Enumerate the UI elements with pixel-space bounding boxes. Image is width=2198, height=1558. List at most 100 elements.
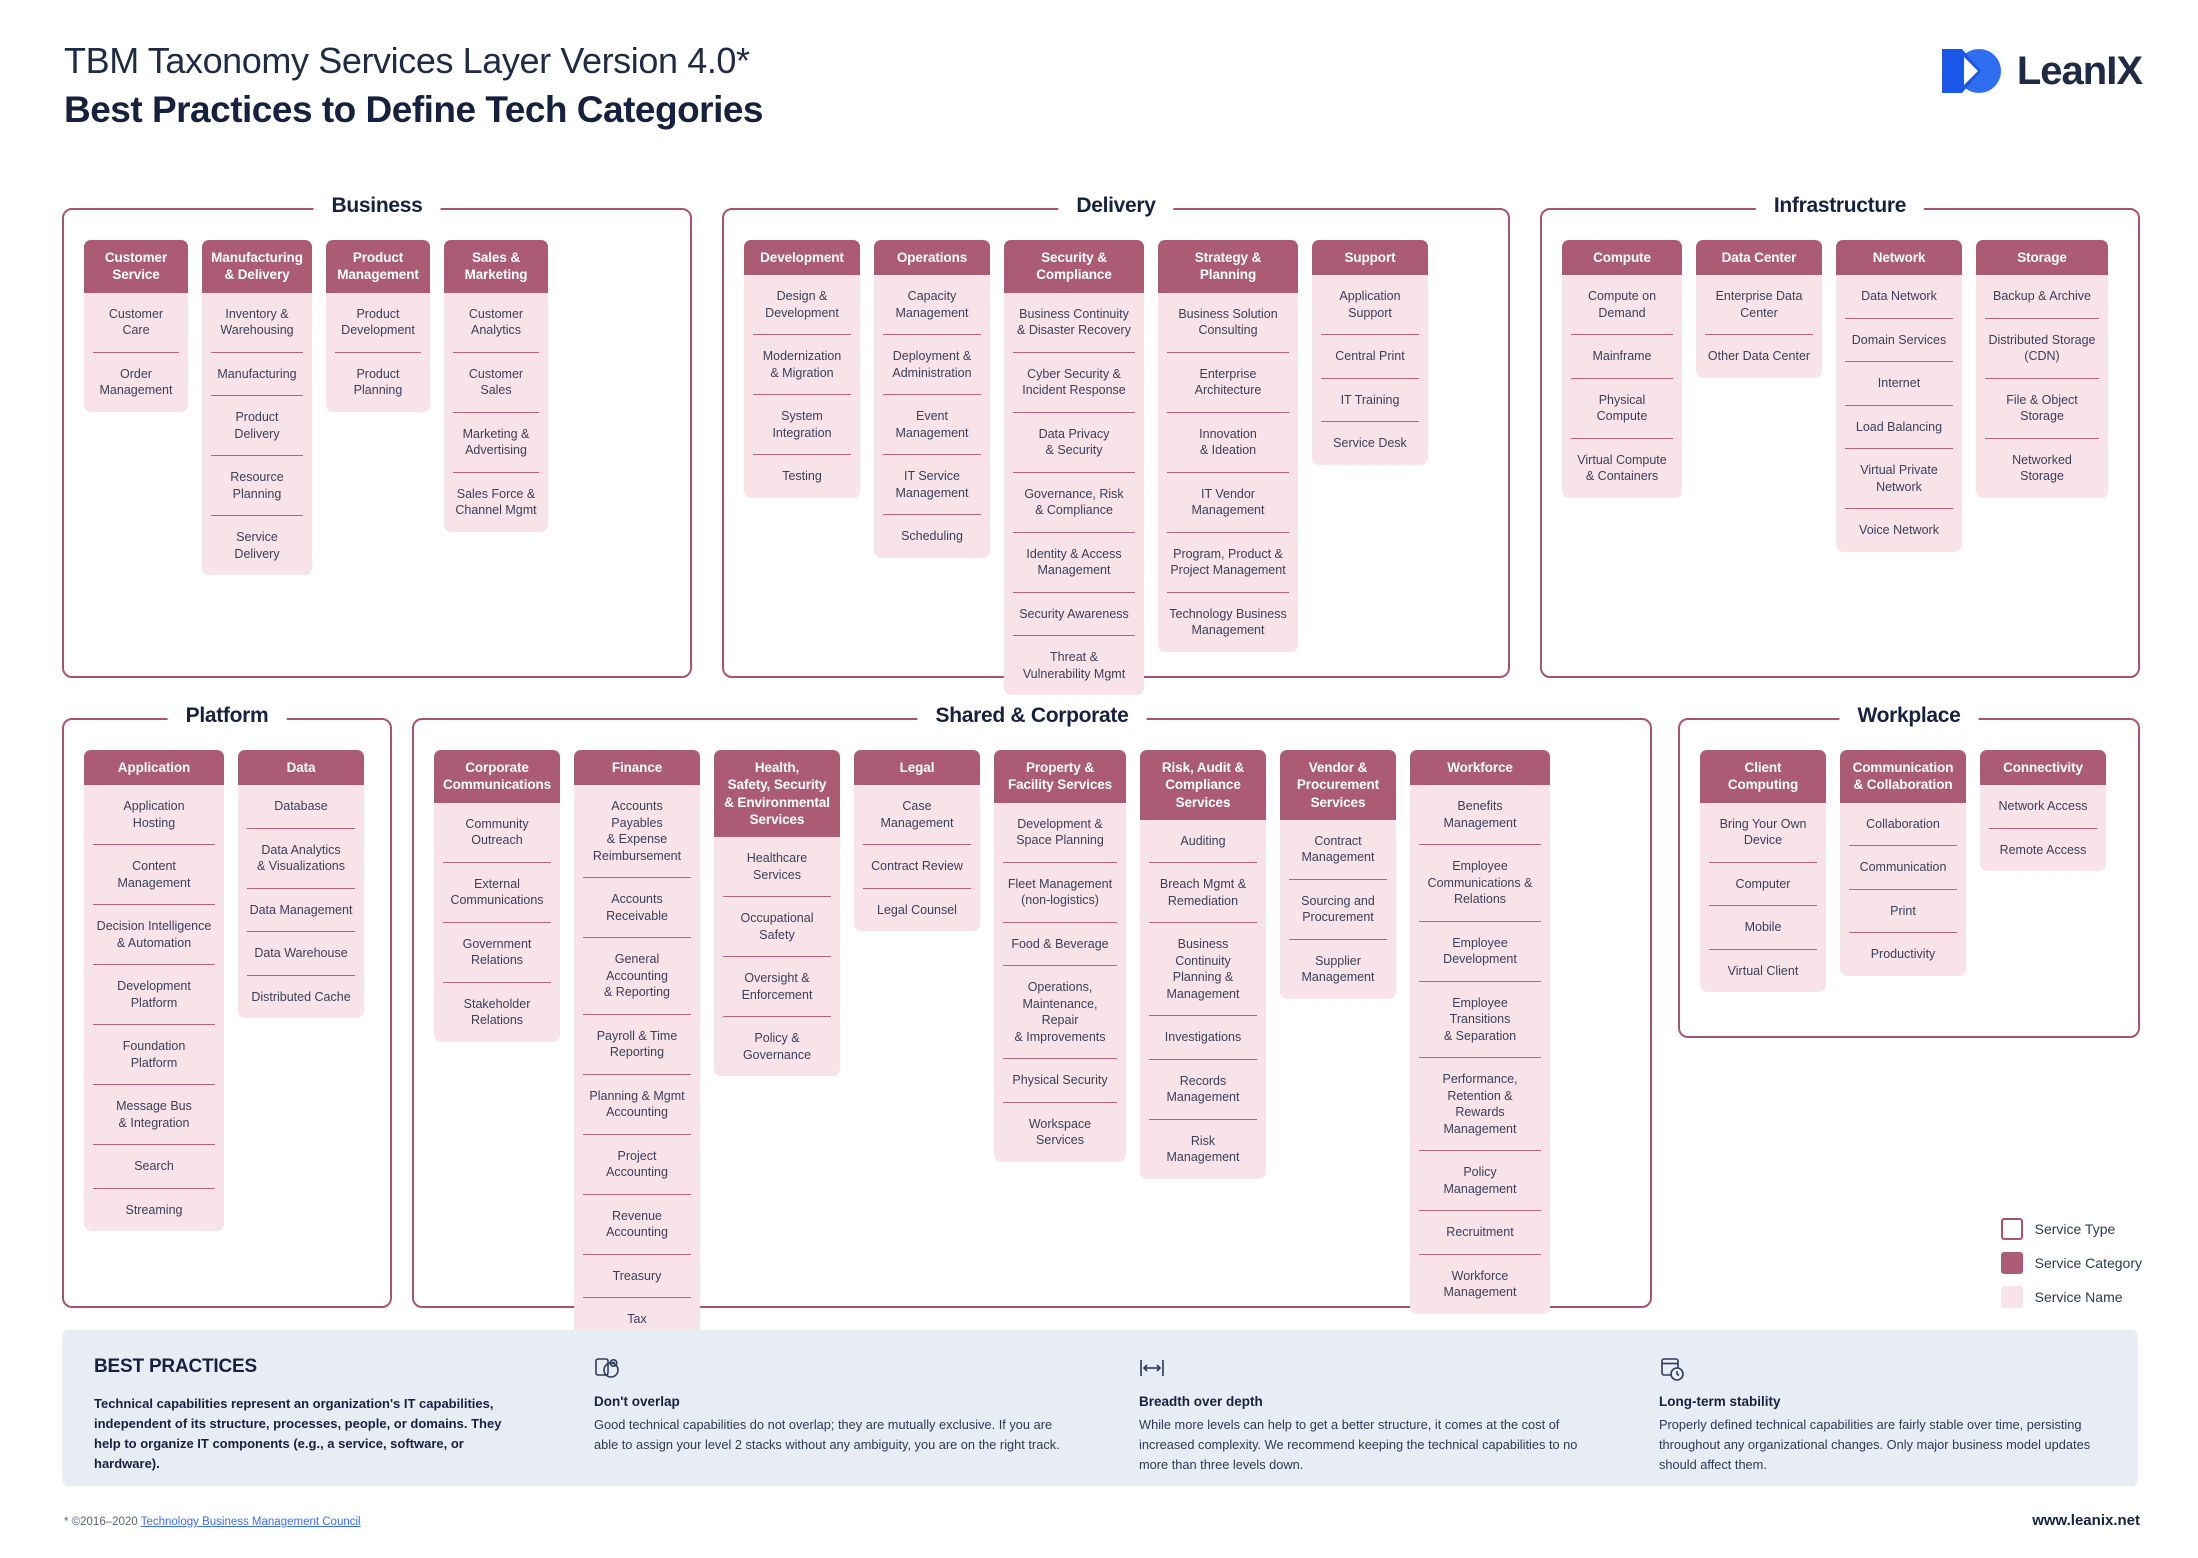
- category-storage[interactable]: Storage Backup & Archive Distributed Sto…: [1976, 240, 2108, 498]
- service-item[interactable]: Marketing &Advertising: [453, 413, 539, 473]
- service-item[interactable]: Mobile: [1709, 906, 1817, 950]
- service-item[interactable]: Contract Review: [863, 845, 971, 889]
- service-item[interactable]: Data Management: [247, 889, 355, 933]
- service-item[interactable]: Data Privacy& Security: [1013, 413, 1135, 473]
- service-item[interactable]: Virtual Client: [1727, 963, 1799, 978]
- service-item[interactable]: Mainframe: [1571, 335, 1673, 379]
- service-item[interactable]: Central Print: [1321, 335, 1419, 379]
- service-item[interactable]: Physical Security: [1003, 1059, 1117, 1103]
- service-item[interactable]: Security Awareness: [1013, 593, 1135, 637]
- service-item[interactable]: Message Bus& Integration: [93, 1085, 215, 1146]
- service-item[interactable]: Policy &Governance: [742, 1031, 812, 1062]
- category-communication-collaboration[interactable]: Communication& Collaboration Collaborati…: [1840, 750, 1966, 976]
- service-item[interactable]: Streaming: [125, 1202, 183, 1217]
- service-item[interactable]: Investigations: [1149, 1016, 1257, 1060]
- service-item[interactable]: Backup & Archive: [1985, 275, 2099, 319]
- service-item[interactable]: Case Management: [863, 785, 971, 846]
- service-item[interactable]: Scheduling: [901, 529, 963, 544]
- service-item[interactable]: Decision Intelligence& Automation: [93, 905, 215, 966]
- service-item[interactable]: Communication: [1849, 846, 1957, 890]
- service-item[interactable]: Other Data Center: [1707, 349, 1811, 364]
- service-item[interactable]: Data Network: [1845, 275, 1953, 319]
- service-item[interactable]: Tax: [627, 1312, 647, 1327]
- service-item[interactable]: Sales Force &Channel Mgmt: [455, 486, 537, 518]
- service-item[interactable]: Auditing: [1149, 820, 1257, 864]
- service-item[interactable]: Recruitment: [1419, 1211, 1541, 1255]
- service-item[interactable]: Service Delivery: [234, 530, 280, 561]
- service-item[interactable]: Network Access: [1989, 785, 2097, 829]
- service-item[interactable]: Fleet Management(non-logistics): [1003, 863, 1117, 923]
- service-item[interactable]: Cyber Security &Incident Response: [1013, 353, 1135, 413]
- service-item[interactable]: Print: [1849, 890, 1957, 934]
- service-item[interactable]: Product Planning: [353, 366, 403, 398]
- service-item[interactable]: Productivity: [1870, 947, 1936, 962]
- category-property-facility-services[interactable]: Property &Facility Services Development …: [994, 750, 1126, 1162]
- service-item[interactable]: Inventory &Warehousing: [211, 293, 303, 353]
- service-item[interactable]: Product Delivery: [211, 396, 303, 457]
- service-item[interactable]: Design &Development: [753, 275, 851, 336]
- service-item[interactable]: Data Analytics& Visualizations: [247, 829, 355, 889]
- service-item[interactable]: Operations,Maintenance, Repair& Improvem…: [1003, 966, 1117, 1060]
- service-item[interactable]: Collaboration: [1849, 803, 1957, 847]
- service-item[interactable]: Order Management: [99, 366, 173, 398]
- service-item[interactable]: Customer Sales: [453, 353, 539, 413]
- service-item[interactable]: Deployment &Administration: [883, 335, 981, 396]
- service-item[interactable]: Threat &Vulnerability Mgmt: [1022, 650, 1126, 681]
- service-item[interactable]: Breach Mgmt &Remediation: [1149, 863, 1257, 924]
- service-item[interactable]: Modernization& Migration: [753, 335, 851, 396]
- service-item[interactable]: Development &Space Planning: [1003, 803, 1117, 863]
- service-item[interactable]: Distributed Storage(CDN): [1985, 319, 2099, 379]
- category-connectivity[interactable]: Connectivity Network Access Remote Acces…: [1980, 750, 2106, 872]
- service-item[interactable]: Governance, Risk& Compliance: [1013, 473, 1135, 533]
- service-item[interactable]: Search: [93, 1145, 215, 1189]
- service-item[interactable]: Legal Counsel: [877, 902, 957, 917]
- service-item[interactable]: Database: [247, 785, 355, 829]
- service-item[interactable]: Business Continuity& Disaster Recovery: [1013, 293, 1135, 353]
- service-item[interactable]: Computer: [1709, 863, 1817, 907]
- service-item[interactable]: Program, Product &Project Management: [1167, 533, 1289, 593]
- category-manufacturing-delivery[interactable]: Manufacturing& Delivery Inventory &Wareh…: [202, 240, 312, 576]
- service-item[interactable]: Manufacturing: [211, 353, 303, 397]
- service-item[interactable]: Treasury: [583, 1255, 691, 1299]
- service-item[interactable]: Voice Network: [1859, 523, 1939, 538]
